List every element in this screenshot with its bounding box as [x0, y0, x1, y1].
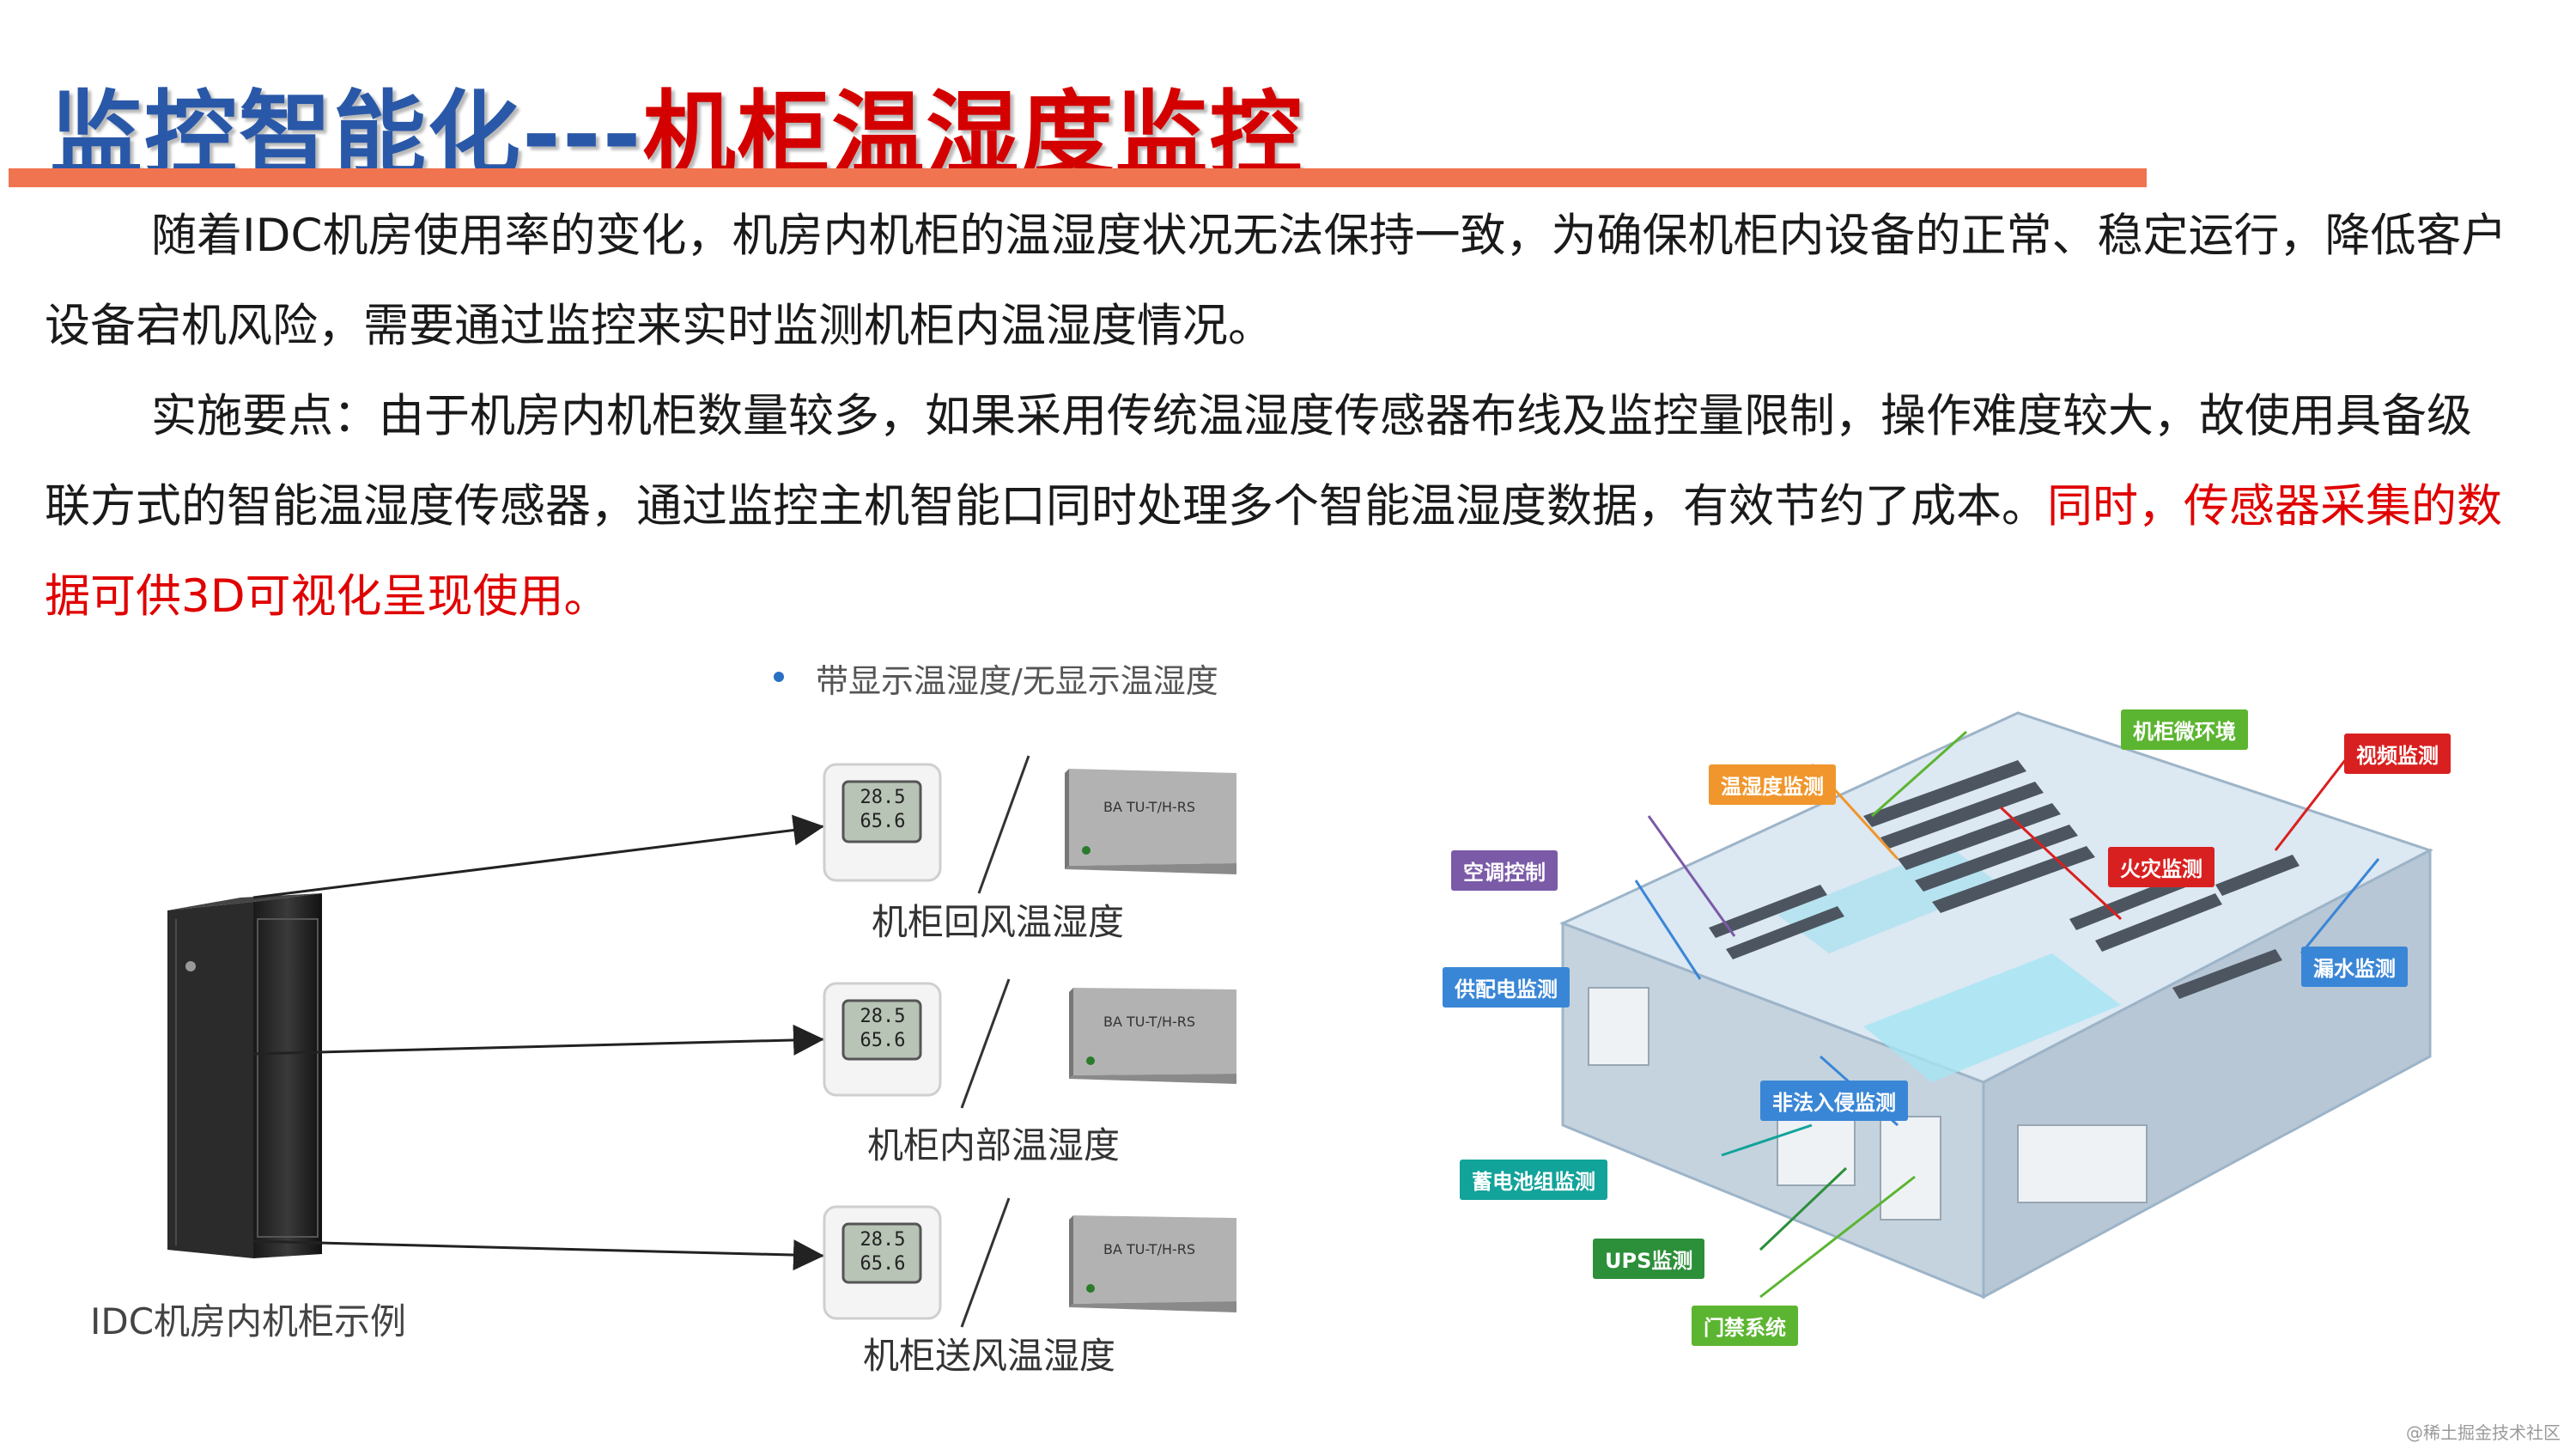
page-title: 监控智能化---机柜温湿度监控: [50, 60, 1304, 189]
title-underline-bar: [9, 168, 2147, 187]
sensor-3-label: 机柜送风温湿度: [863, 1335, 1116, 1377]
tag-battery: 蓄电池组监测: [1460, 1160, 1607, 1200]
server-rack-rows-icon: [1709, 760, 2300, 999]
sensor-2-temp: 28.5: [860, 1006, 906, 1027]
sensor-3-model: BA TU-T/H-RS: [1103, 1241, 1196, 1257]
datacenter-monitoring-diagram: 机柜微环境 温湿度监测 视频监测 空调控制 火灾监测 供配电监测 漏水监测 非法…: [1417, 679, 2516, 1400]
sensor-type-caption: 带显示温湿度/无显示温湿度: [816, 662, 1218, 700]
sensor-1-model: BA TU-T/H-RS: [1103, 799, 1196, 815]
separator-slash: [977, 755, 1030, 894]
non-display-sensor-icon: [1065, 769, 1236, 874]
sensor-1-display: 28.5 65.6: [850, 786, 915, 834]
display-sensor-icon: [823, 763, 942, 882]
caption-bullet-icon: [774, 672, 784, 682]
paragraph-1-text: 随着IDC机房使用率的变化，机房内机柜的温湿度状况无法保持一致，为确保机柜内设备…: [45, 210, 2507, 352]
tag-air-conditioning: 空调控制: [1451, 850, 1558, 891]
sensor-1-humidity: 65.6: [860, 811, 906, 832]
sensor-3-humidity: 65.6: [860, 1253, 906, 1275]
tag-fire: 火灾监测: [2108, 847, 2215, 887]
non-display-sensor-icon: [1069, 1215, 1236, 1312]
paragraph-implementation: 实施要点：由于机房内机柜数量较多，如果采用传统温湿度传感器布线及监控量限制，操作…: [45, 371, 2509, 642]
tag-video: 视频监测: [2344, 734, 2451, 774]
cabinet-sensor-graphics: [167, 672, 1236, 1328]
tag-ups: UPS监测: [1593, 1239, 1705, 1279]
server-cabinet-icon: [167, 893, 322, 1258]
tag-access-control: 门禁系统: [1692, 1306, 1798, 1346]
cabinet-sensor-diagram: 带显示温湿度/无显示温湿度 28.5 65.6 BA TU-T/H-RS 机柜回…: [0, 636, 1288, 1409]
equipment-room-icon: [1588, 987, 2148, 1221]
leader-lines-icon: [1634, 730, 2380, 1299]
separator-slash: [960, 978, 1011, 1109]
non-display-sensor-icon: [1069, 988, 1236, 1084]
sensor-1-temp: 28.5: [860, 787, 906, 808]
tag-intrusion: 非法入侵监测: [1760, 1081, 1908, 1121]
sensor-2-humidity: 65.6: [860, 1030, 906, 1051]
sensor-2-label: 机柜内部温湿度: [867, 1124, 1121, 1166]
separator-slash: [960, 1197, 1011, 1328]
display-sensor-icon: [823, 982, 942, 1097]
datacenter-3d-graphics: [1559, 711, 2433, 1300]
sensor-1-label: 机柜回风温湿度: [872, 901, 1125, 943]
sensor-3-temp: 28.5: [860, 1229, 906, 1251]
display-sensor-icon: [823, 1205, 942, 1320]
paragraph-2-text: 实施要点：由于机房内机柜数量较多，如果采用传统温湿度传感器布线及监控量限制，操作…: [45, 390, 2472, 533]
cabinet-example-label: IDC机房内机柜示例: [90, 1300, 407, 1342]
sensor-3-display: 28.5 65.6: [850, 1228, 915, 1276]
watermark: @稀土掘金技术社区: [2406, 1422, 2561, 1443]
tag-water-leak: 漏水监测: [2301, 947, 2408, 987]
sensor-2-model: BA TU-T/H-RS: [1103, 1014, 1196, 1030]
tag-power-distribution: 供配电监测: [1443, 967, 1570, 1008]
sensor-2-display: 28.5 65.6: [850, 1005, 915, 1053]
tag-cabinet-environment: 机柜微环境: [2121, 709, 2248, 750]
tag-temperature-humidity: 温湿度监测: [1709, 764, 1836, 805]
paragraph-2-highlight: 同时，传感器采集的数据可供3D可视化呈现使用。: [45, 480, 2502, 623]
paragraph-background: 随着IDC机房使用率的变化，机房内机柜的温湿度状况无法保持一致，为确保机柜内设备…: [45, 191, 2509, 371]
